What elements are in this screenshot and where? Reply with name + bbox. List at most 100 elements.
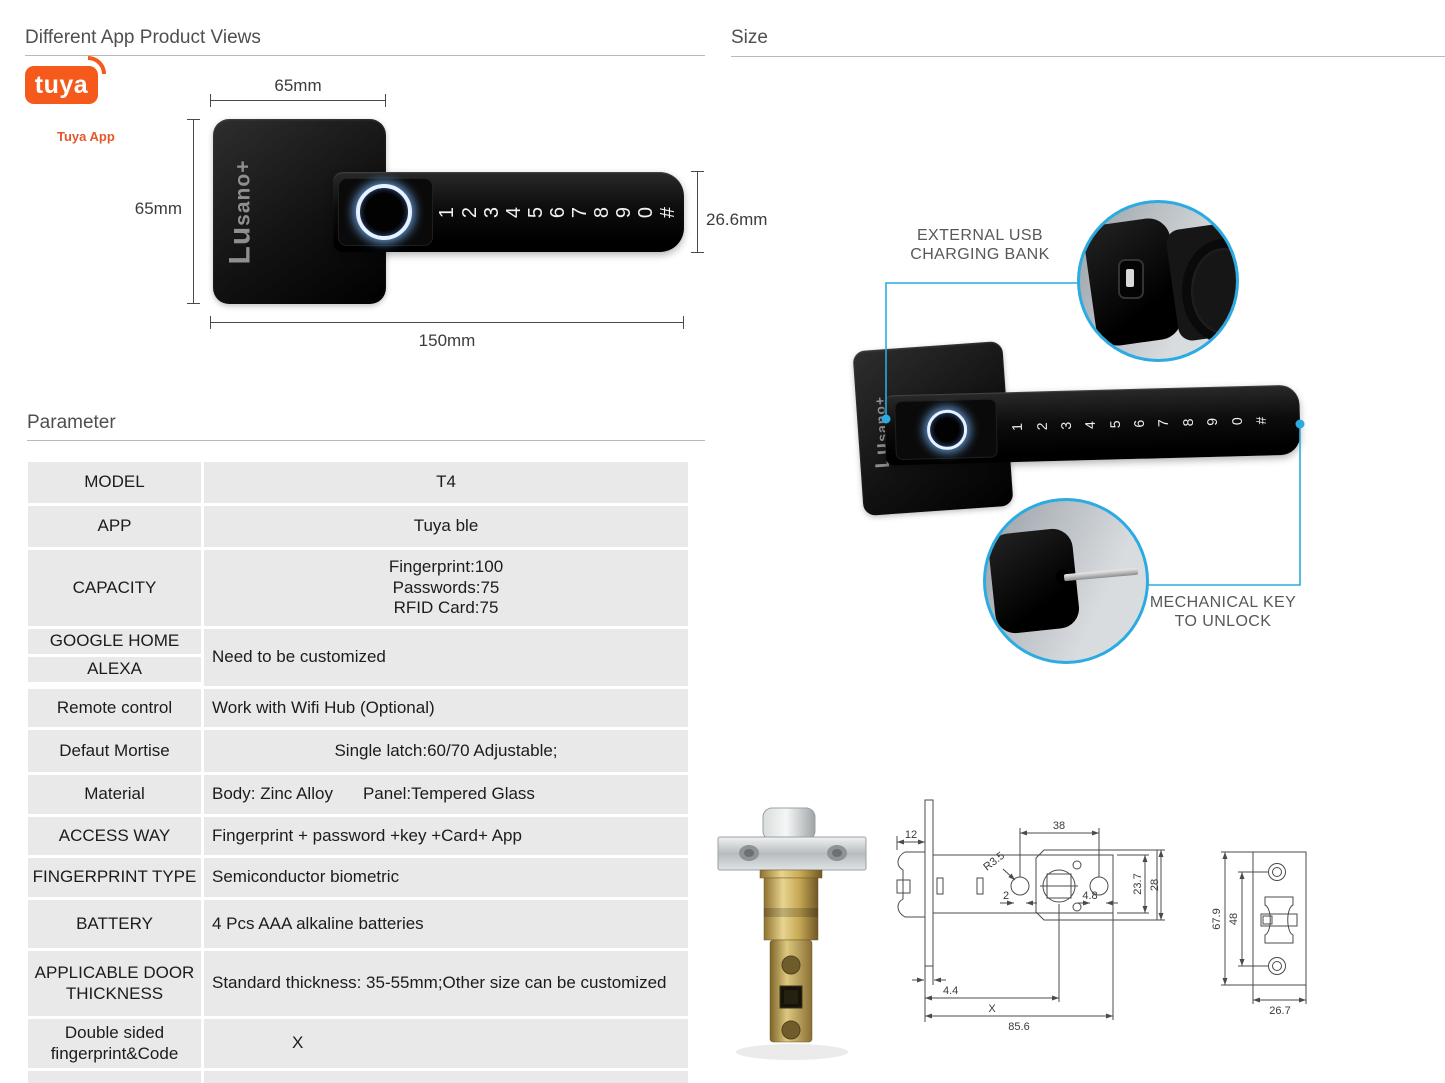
dim-44: 4.4 [943,985,958,997]
row-value: Fingerprint:100 Passwords:75 RFID Card:7… [204,550,688,626]
dim-height-line [187,119,200,304]
dim-width-label: 65mm [274,76,322,95]
row-label: Double sided fingerprint&Code [28,1019,201,1068]
row-label: ACCESS WAY [28,817,201,855]
table-row: APP Tuya ble [28,506,688,547]
keypad-digit: 8 [591,206,614,218]
keypad-digit: 3 [480,206,503,218]
keypad-digit: 2 [458,206,481,218]
table-row: BATTERY 4 Pcs AAA alkaline batteries [28,900,688,948]
tuya-app-label: Tuya App [57,129,115,144]
keypad-digit: 5 [524,206,547,218]
row-value: Single latch:60/70 Adjustable; [204,730,688,772]
dim-48: 4.8 [1082,890,1097,902]
table-row: ACCESS WAY Fingerprint + password +key +… [28,817,688,855]
dim-856: 85.6 [1008,1021,1029,1033]
row-label: FINGERPRINT TYPE [28,858,201,897]
table-row: APPLICABLE DOOR THICKNESS Standard thick… [28,951,688,1016]
tuya-signal-icon [85,56,106,77]
row-value: Fingerprint + password +key +Card+ App [204,817,688,855]
usb-zoom-bubble [1077,200,1239,362]
table-row-empty [28,1071,688,1083]
parameter-section-title: Parameter [27,412,116,433]
dim-thickness-line [691,171,704,253]
dim-48b: 48 [1228,913,1240,925]
row-value: Body: Zinc Alloy Panel:Tempered Glass [204,775,688,814]
tuya-logo-text: tuya [34,70,89,99]
row-label-stack: GOOGLE HOME ALEXA [28,629,201,682]
table-row: CAPACITY Fingerprint:100 Passwords:75 RF… [28,550,688,626]
key-zoom-bubble [983,498,1149,664]
views-section-title: Different App Product Views [25,27,261,48]
micro-usb-port-icon [1118,259,1144,299]
brand-logo-vertical: Lusano+ [215,119,265,304]
dim-width-line [210,94,386,107]
usb-callout-dot [881,414,891,424]
dim-height-label: 65mm [134,199,182,218]
empty-cell [204,1071,688,1083]
key-callout-label: MECHANICAL KEY TO UNLOCK [1149,594,1297,630]
dim-x: X [988,1003,996,1015]
row-label: APP [28,506,201,547]
size-section-rule [731,56,1445,57]
table-row: Defaut Mortise Single latch:60/70 Adjust… [28,730,688,772]
strike-plate-drawing: 67.9 48 26.7 [1211,851,1307,1017]
keypad-digit: 4 [502,206,525,218]
table-row: Double sided fingerprint&Code X [28,1019,688,1068]
table-row: GOOGLE HOME ALEXA Need to be customized [28,629,688,686]
table-row: Remote control Work with Wifi Hub (Optio… [28,689,688,727]
row-label: GOOGLE HOME [28,629,201,654]
tuya-logo-box: tuya [25,56,106,104]
dim-length-label: 150mm [418,331,476,350]
row-value: Semiconductor biometric [204,858,688,897]
row-value: X [204,1019,688,1068]
table-row: Material Body: Zinc Alloy Panel:Tempered… [28,775,688,814]
dim-length-line [210,316,684,329]
dim-r35: R3.5 [981,850,1007,874]
fingerprint-ring [356,184,412,240]
dim-28: 28 [1149,879,1161,891]
row-label: Defaut Mortise [28,730,201,772]
row-label: Remote control [28,689,201,727]
parameter-section-rule [27,440,705,441]
brand-text: Lusano+ [223,159,256,264]
row-label: CAPACITY [28,550,201,626]
dim-237: 23.7 [1132,873,1144,894]
table-row: MODEL T4 [28,462,688,503]
row-value: T4 [204,462,688,503]
row-value: Standard thickness: 35-55mm;Other size c… [204,951,688,1016]
keypad-digit: 1 [436,206,459,218]
row-label: APPLICABLE DOOR THICKNESS [28,951,201,1016]
dim-12: 12 [905,829,917,841]
keypad-digit: 0 [635,206,658,218]
row-value: Need to be customized [204,629,688,686]
dim-38: 38 [1053,820,1065,832]
tuya-logo: tuya [25,56,106,104]
size-section-title: Size [731,27,768,48]
row-label: BATTERY [28,900,201,948]
dim-267: 26.7 [1269,1005,1290,1017]
parameter-table: MODEL T4 APP Tuya ble CAPACITY Fingerpri… [28,462,688,1083]
row-value: Tuya ble [204,506,688,547]
usb-callout-label: EXTERNAL USB CHARGING BANK [910,227,1050,263]
grip-ring [1182,239,1236,343]
empty-cell [28,1071,201,1083]
key-callout-dot [1295,419,1305,429]
keypad-digit: 9 [613,206,636,218]
row-label: ALEXA [28,657,201,682]
latch-side-drawing: 12 38 R3.5 2 4.8 23.7 28 [896,799,1165,1033]
key-callout-line [1148,426,1301,586]
technical-drawing: 12 38 R3.5 2 4.8 23.7 28 [717,799,1307,1060]
dim-thickness-label: 26.6mm [706,210,768,229]
table-row: FINGERPRINT TYPE Semiconductor biometric [28,858,688,897]
dim-679: 67.9 [1211,908,1223,929]
row-value: Work with Wifi Hub (Optional) [204,689,688,727]
usb-port-contact [1126,269,1134,287]
keypad-digit: # [657,206,680,218]
dim-2: 2 [1003,890,1009,902]
usb-callout-line [885,282,1078,416]
keypad-digit: 7 [569,206,592,218]
latch-bolt-photo [717,807,867,1060]
